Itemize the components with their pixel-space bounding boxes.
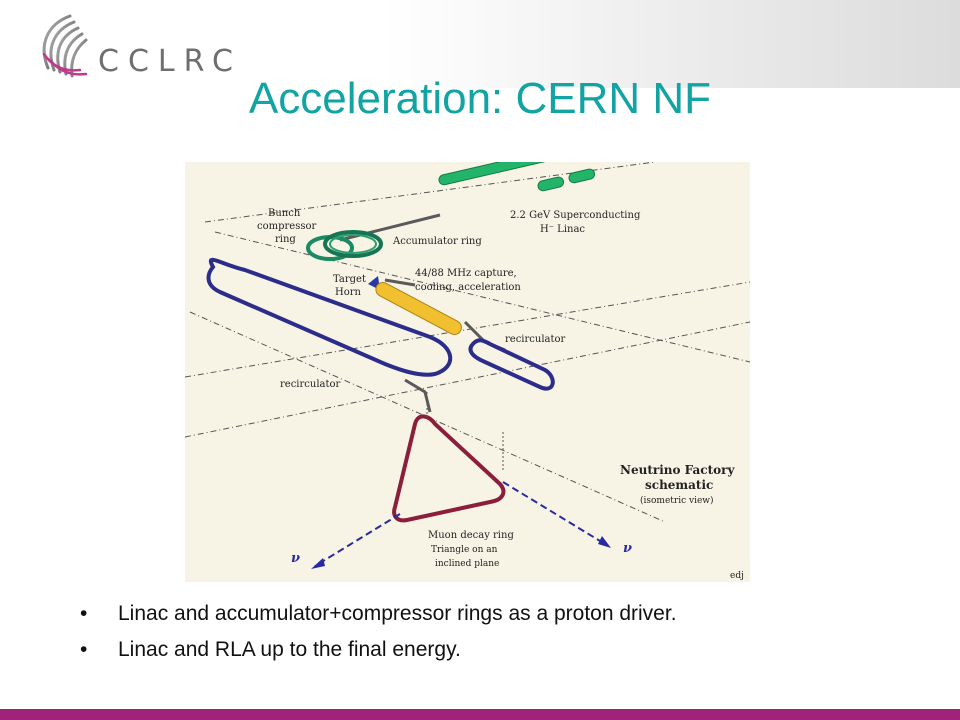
- label-muon-1: Muon decay ring: [428, 530, 514, 541]
- label-muon-3: inclined plane: [435, 559, 499, 569]
- label-title-2: schematic: [645, 478, 713, 492]
- muon-decay-ring: [392, 414, 506, 523]
- label-target: Target: [333, 274, 366, 285]
- label-title-1: Neutrino Factory: [620, 463, 735, 477]
- logo-text: CCLRC: [98, 44, 242, 79]
- accumulator-ring: [323, 230, 383, 258]
- neutrino-beam-right: [502, 481, 606, 545]
- transfer-line: [404, 378, 432, 413]
- label-muon-2: Triangle on an: [431, 545, 498, 555]
- linac-segment: [438, 162, 572, 186]
- bullet-list: • Linac and accumulator+compressor rings…: [76, 596, 677, 668]
- cclrc-logo-icon: [42, 14, 88, 78]
- diagram-svg: Bunch compressor ring 2.2 GeV Supercondu…: [185, 162, 750, 581]
- accumulator-ring-inner: [329, 234, 377, 254]
- capture-linac: [375, 281, 462, 335]
- label-recirculator-left: recirculator: [280, 379, 341, 390]
- label-title-3: (isometric view): [640, 495, 714, 506]
- label-horn: Horn: [335, 287, 362, 298]
- header-band: [0, 0, 960, 88]
- neutrino-factory-diagram: Bunch compressor ring 2.2 GeV Supercondu…: [185, 162, 750, 582]
- label-linac-2: H⁻ Linac: [540, 224, 585, 235]
- bullet-dot: •: [80, 638, 88, 661]
- transfer-line: [384, 278, 416, 287]
- label-linac-1: 2.2 GeV Superconducting: [510, 210, 641, 221]
- label-nu-left: ν: [291, 551, 300, 566]
- arrow-right-icon: [598, 536, 611, 548]
- recirculator-right: [468, 338, 555, 391]
- slide-title: Acceleration: CERN NF: [248, 74, 712, 123]
- label-accumulator: Accumulator ring: [392, 236, 482, 247]
- label-bunch-1: Bunch: [268, 208, 301, 219]
- bullet-item: • Linac and accumulator+compressor rings…: [76, 596, 677, 632]
- guide-line: [185, 281, 750, 378]
- bullet-text: Linac and RLA up to the final energy.: [118, 638, 461, 661]
- neutrino-beam-left: [314, 513, 401, 567]
- label-bunch-2: compressor: [257, 221, 316, 232]
- linac-segment: [537, 176, 565, 192]
- label-capture-1: 44/88 MHz capture,: [415, 268, 517, 279]
- arrow-left-icon: [311, 558, 325, 569]
- bullet-dot: •: [80, 602, 88, 625]
- label-recirculator-right: recirculator: [505, 334, 566, 345]
- corner-mark: edj: [730, 571, 744, 581]
- footer-bar: [0, 709, 960, 720]
- linac-segment: [568, 168, 596, 184]
- guide-line: [185, 321, 750, 438]
- bullet-text: Linac and accumulator+compressor rings a…: [118, 602, 677, 625]
- guide-line: [189, 311, 666, 523]
- label-nu-right: ν: [623, 541, 632, 556]
- bullet-item: • Linac and RLA up to the final energy.: [76, 632, 677, 668]
- recirculator-left: [206, 257, 453, 377]
- label-capture-2: cooling, acceleration: [415, 282, 521, 293]
- label-bunch-3: ring: [275, 234, 296, 245]
